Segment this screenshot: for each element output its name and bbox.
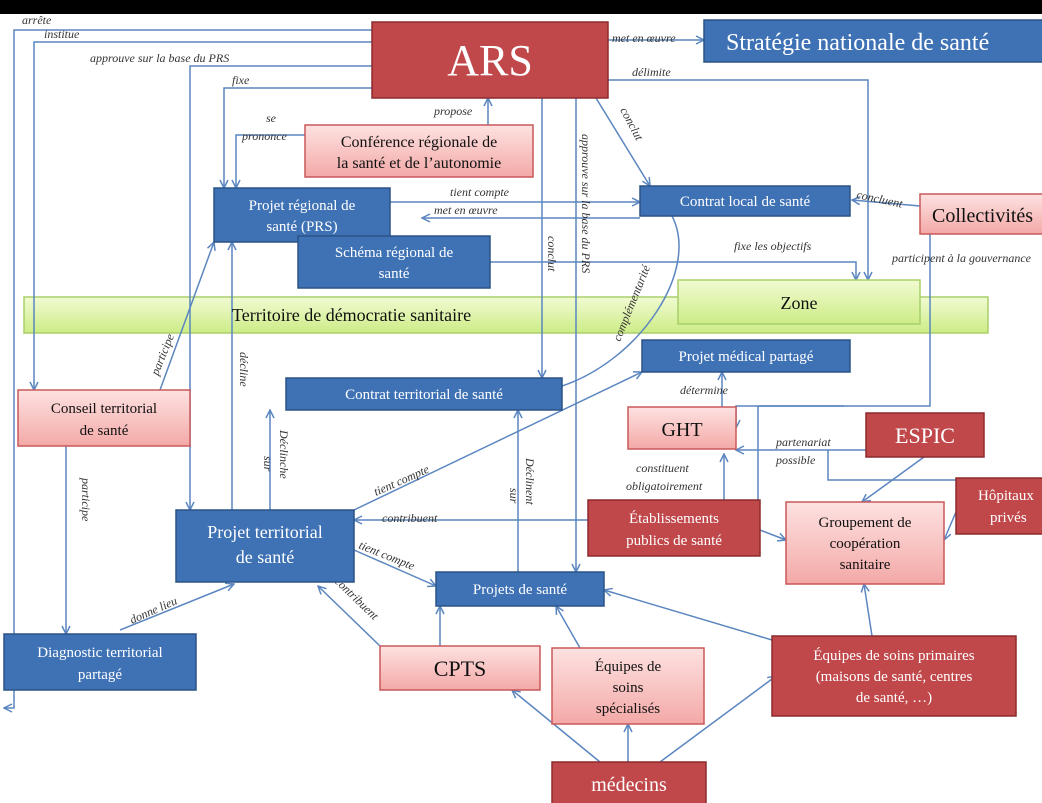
edge-label-constituent: constituent (636, 461, 689, 475)
edge-label-propose: propose (433, 104, 473, 118)
node-collectivites-label: Collectivités (932, 205, 1033, 227)
node-gcs-label-2: coopération (830, 536, 901, 552)
edge-label-possible: possible (775, 453, 816, 467)
node-gcs: Groupement de coopération sanitaire (785, 501, 945, 585)
node-pts: Projet territorial de santé (175, 509, 355, 583)
edge-label-sur-1: sur (507, 488, 521, 504)
edge-label-obligatoirement: obligatoirement (626, 479, 703, 493)
node-pmp: Projet médical partagé (641, 339, 851, 373)
edge-label-se: se (266, 111, 277, 125)
node-ess: Équipes de soins spécialisés (551, 647, 705, 725)
node-cts-label: Contrat territorial de santé (345, 387, 503, 403)
edge-label-conclut: conclut (617, 105, 646, 143)
node-territoire-label: Territoire de démocratie sanitaire (232, 305, 471, 325)
node-crsa-label-2: la santé et de l’autonomie (337, 155, 501, 172)
node-cpts-label: CPTS (434, 656, 487, 681)
node-ght-label: GHT (661, 419, 702, 441)
node-medecins-label: médecins (591, 774, 667, 796)
node-zone-label: Zone (781, 293, 818, 313)
node-projets-label: Projets de santé (473, 582, 567, 598)
edge-label-participent: participent à la gouvernance (891, 251, 1032, 265)
edge-label-concluent: concluent (855, 187, 904, 211)
node-prs: Projet régional de santé (PRS) (213, 187, 391, 243)
node-srs: Schéma régional de santé (297, 235, 491, 289)
edge-label-declinent: Déclinent (523, 457, 537, 505)
node-srs-label-2: santé (379, 266, 410, 282)
node-ess-label-1: Équipes de (595, 658, 662, 675)
node-esp-label-2: (maisons de santé, centres (816, 669, 973, 685)
edge-label-institue: institue (44, 27, 80, 41)
edge-label-contribuent: contribuent (382, 511, 438, 525)
node-hopitaux-label-2: privés (990, 510, 1027, 526)
node-ars-label: ARS (447, 36, 533, 85)
edge-label-met-en-oeuvre-prs: met en œuvre (434, 203, 498, 217)
edge-label-approuve: approuve sur la base du PRS (90, 51, 229, 65)
edge-label-delimite: délimite (632, 65, 671, 79)
node-cls-label: Contrat local de santé (680, 194, 811, 210)
node-prs-label-1: Projet régional de (249, 198, 356, 214)
edge-label-tient-compte: tient compte (450, 185, 510, 199)
node-projets: Projets de santé (435, 571, 605, 607)
node-zone: Zone (677, 279, 921, 325)
edge-label-declinche: Déclinche (277, 429, 291, 479)
edge-label-decline: décline (237, 352, 251, 387)
node-pmp-label: Projet médical partagé (679, 349, 814, 365)
node-esp: Équipes de soins primaires (maisons de s… (771, 635, 1017, 717)
node-srs-label-1: Schéma régional de (335, 245, 454, 261)
node-esp-label-1: Équipes de soins primaires (813, 647, 974, 664)
node-ght: GHT (627, 406, 737, 450)
node-gcs-label-1: Groupement de (819, 515, 912, 531)
edge-label-met-en-oeuvre: met en œuvre (612, 31, 676, 45)
node-gcs-label-3: sanitaire (840, 557, 891, 573)
node-collectivites: Collectivités (919, 193, 1042, 235)
edge-label-prononce: prononce (241, 129, 288, 143)
edge-label-donne-lieu: donne lieu (128, 593, 180, 626)
node-conseil: Conseil territorial de santé (17, 389, 191, 447)
node-strategie-label: Stratégie nationale de santé (726, 30, 989, 56)
node-medecins: médecins (551, 761, 707, 803)
node-cls: Contrat local de santé (639, 185, 851, 217)
node-cts: Contrat territorial de santé (285, 377, 563, 411)
edge-label-determine: détermine (680, 383, 729, 397)
edge-label-sur-2: sur (261, 456, 275, 472)
node-eps-label-1: Établissements (629, 510, 719, 527)
node-pts-label-1: Projet territorial (207, 522, 322, 542)
node-conseil-label-1: Conseil territorial (51, 401, 157, 417)
edge-label-fixe-objectifs: fixe les objectifs (734, 239, 812, 253)
edge-label-tient-compte-pmp: tient compte (372, 462, 432, 499)
node-cpts: CPTS (379, 645, 541, 691)
top-black-bar (0, 0, 1042, 14)
edge-label-arrete: arrête (22, 13, 52, 27)
node-eps: Établissements publics de santé (587, 499, 761, 557)
node-diagnostic-label-2: partagé (78, 667, 122, 683)
node-crsa-label-1: Conférence régionale de (341, 134, 497, 151)
node-espic-label: ESPIC (895, 423, 955, 448)
edge-label-approuve-vertical: approuve sur la base du PRS (579, 134, 593, 273)
edge-label-conclut-vertical: conclut (545, 236, 559, 272)
edge-label-fixe: fixe (232, 73, 250, 87)
node-ess-label-3: spécialisés (596, 701, 660, 717)
node-pts-label-2: de santé (236, 547, 294, 567)
node-hopitaux: Hôpitaux privés (955, 477, 1042, 535)
node-ess-label-2: soins (613, 680, 644, 696)
node-crsa: Conférence régionale de la santé et de l… (304, 124, 534, 178)
node-diagnostic-label-1: Diagnostic territorial (37, 645, 162, 661)
node-conseil-label-2: de santé (80, 423, 129, 439)
node-ars: ARS (371, 21, 609, 99)
node-hopitaux-label-1: Hôpitaux (978, 488, 1034, 504)
node-prs-label-2: santé (PRS) (266, 219, 337, 235)
edge-label-participe-conseil: participe (79, 477, 93, 522)
node-eps-label-2: publics de santé (626, 533, 722, 549)
connectors (4, 29, 957, 763)
node-esp-label-3: de santé, …) (856, 690, 932, 706)
node-diagnostic: Diagnostic territorial partagé (3, 633, 197, 691)
node-strategie: Stratégie nationale de santé (703, 19, 1042, 63)
node-espic: ESPIC (865, 412, 985, 458)
edge-label-partenariat: partenariat (775, 435, 831, 449)
